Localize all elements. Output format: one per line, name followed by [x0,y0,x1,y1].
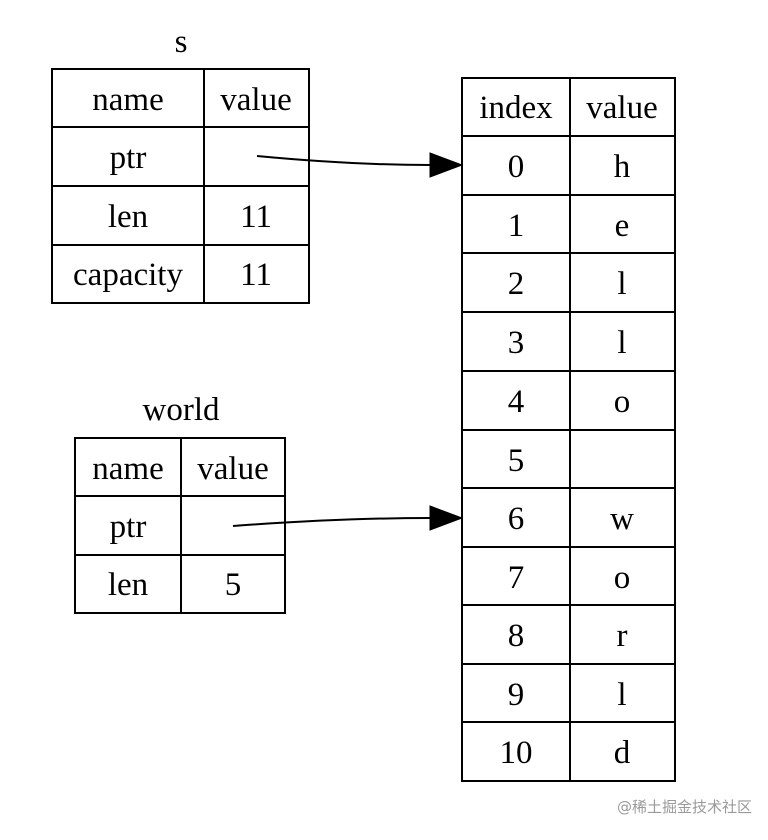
heap-value-cell: w [610,501,634,537]
heap-value-cell: o [614,384,631,420]
table-world-cell-name: ptr [110,509,147,545]
arrow-s-ptr-to-heap-0 [256,152,464,178]
heap-index-cell: 5 [508,443,525,479]
heap-index-cell: 2 [508,266,525,302]
table-world-header-name: name [92,451,163,487]
table-world-label: world [143,392,220,428]
heap-value-cell: l [617,677,626,713]
heap-index-cell: 4 [508,384,525,420]
table-world-header-value: value [197,451,268,487]
table-s-cell-value: 11 [240,257,272,293]
heap-value-cell: o [614,560,631,596]
heap-value-cell: e [615,208,630,244]
table-world: world name value ptr len 5 [74,392,286,614]
heap-value-cell: d [614,735,631,771]
table-heap-header-value: value [586,90,657,126]
watermark: @稀土掘金技术社区 [617,798,752,816]
arrow-head [429,152,464,178]
table-world-cell-name: len [108,567,148,603]
heap-index-cell: 9 [508,677,525,713]
arrow-world-ptr-to-heap-6 [232,505,464,531]
heap-index-cell: 8 [508,618,525,654]
table-world-cell-value: 5 [225,567,242,603]
table-s: s name value ptr len 11 capacity 11 [51,24,310,304]
table-s-header-name: name [92,82,163,118]
table-heap-header-index: index [479,90,553,126]
heap-index-cell: 10 [500,735,533,771]
heap-index-cell: 6 [508,501,525,537]
table-heap: index value 0 h 1 e 2 l 3 l 4 o 5 6 w 7 … [461,77,676,782]
table-s-label: s [175,24,188,60]
arrow-head [429,505,464,531]
table-s-cell-name: len [108,199,148,235]
table-s-cell-name: capacity [73,257,183,293]
table-s-header-value: value [220,82,291,118]
heap-index-cell: 1 [508,208,525,244]
heap-value-cell: l [617,325,626,361]
arrow-line [232,517,431,527]
heap-index-cell: 0 [508,149,525,185]
heap-value-cell: r [617,618,628,654]
arrow-line [256,155,431,166]
heap-index-cell: 7 [508,560,525,596]
table-s-cell-name: ptr [110,140,147,176]
heap-value-cell: h [614,149,631,185]
heap-index-cell: 3 [508,325,525,361]
table-s-cell-value: 11 [240,199,272,235]
heap-value-cell: l [617,266,626,302]
